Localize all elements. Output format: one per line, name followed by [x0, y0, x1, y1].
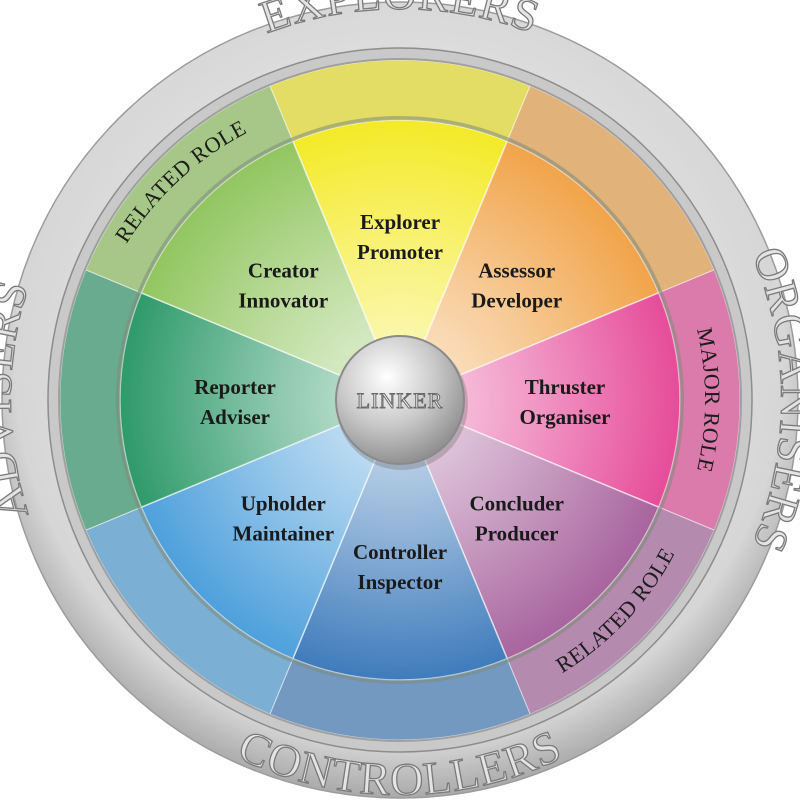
band-outer-ring	[58, 58, 742, 742]
band-divider-ring	[116, 116, 684, 684]
role-band	[59, 59, 741, 741]
linker-hub	[335, 335, 465, 465]
linker-label: LINKER	[357, 388, 444, 413]
